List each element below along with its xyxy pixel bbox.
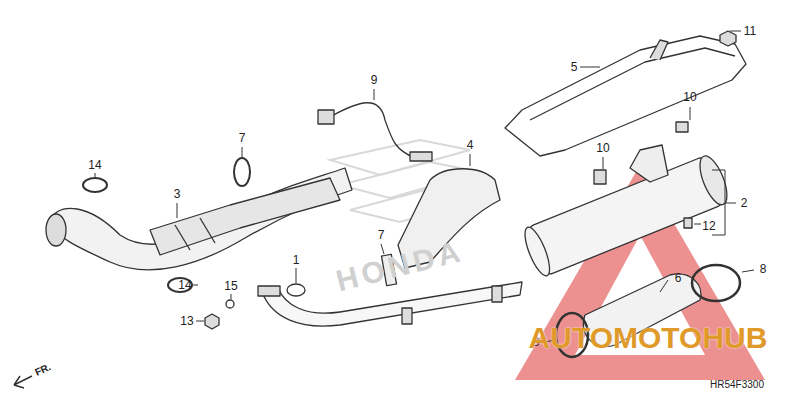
drawing-code: HR54F3300 — [710, 380, 764, 390]
gasket — [287, 284, 305, 296]
callout-number: 14 — [178, 279, 191, 291]
callout-number: 5 — [571, 61, 578, 73]
callout-number: 3 — [174, 188, 181, 200]
direction-label: FR. — [34, 362, 53, 378]
exhaust-pipe — [262, 282, 522, 326]
callout-number: 1 — [293, 254, 300, 266]
callout-number: 6 — [675, 272, 682, 284]
callout-number: 10 — [596, 142, 609, 154]
callout-number: 13 — [180, 315, 193, 327]
callout-number: 12 — [702, 220, 715, 232]
callout-number: 14 — [88, 159, 101, 171]
callout-number: 11 — [744, 25, 756, 37]
heat-shield — [505, 36, 746, 156]
muffler — [520, 152, 732, 278]
callout-number: 2 — [741, 197, 748, 209]
callout-number: 10 — [683, 91, 696, 103]
callout-number: 8 — [760, 263, 767, 275]
callout-number: 7 — [239, 132, 246, 144]
front-pipe — [48, 168, 352, 270]
callout-number: 4 — [467, 139, 474, 151]
callout-number: 9 — [371, 74, 378, 86]
site-watermark: AUTOMOTOHUB — [529, 323, 768, 353]
callout-number: 7 — [378, 229, 385, 241]
callout-number: 15 — [224, 280, 237, 292]
